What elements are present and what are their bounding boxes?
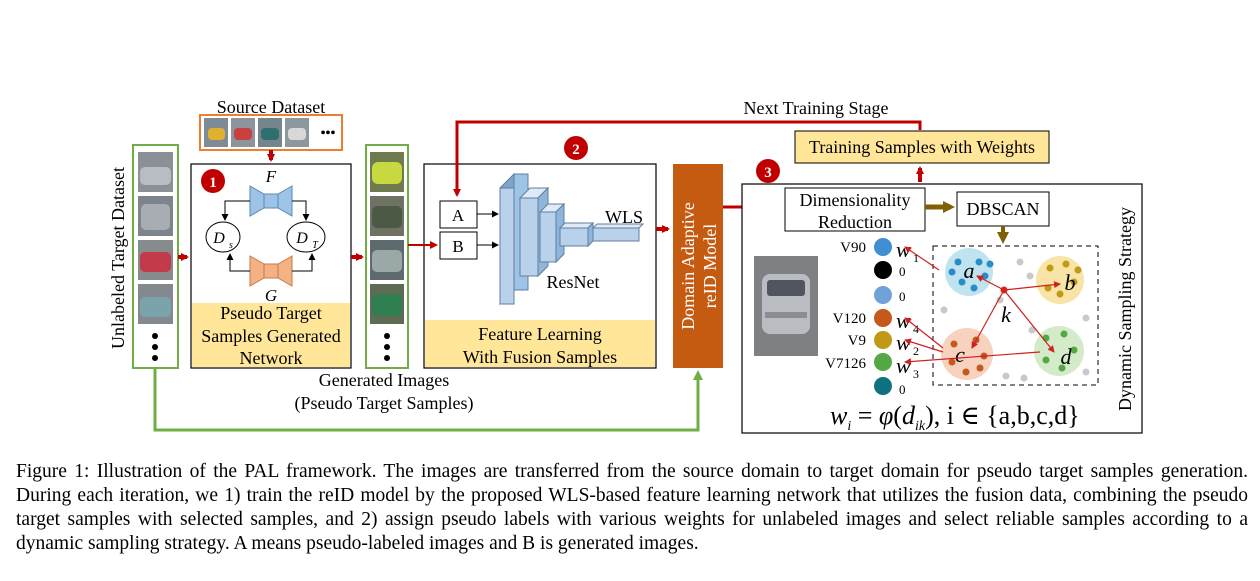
reid-model-block — [673, 164, 723, 368]
sample-weight-6-sub: 3 — [913, 367, 919, 381]
sample-dot-7 — [874, 377, 892, 395]
generated-images-label-line-1: Generated Images — [319, 370, 449, 390]
discriminator-s-subscript: s — [229, 240, 233, 251]
sample-dot-1 — [874, 238, 892, 256]
source-dataset-images — [204, 118, 309, 147]
training-samples-box — [794, 130, 1050, 164]
weight-assignment-arrows — [904, 246, 1041, 366]
sample-weight-6: w — [896, 353, 911, 378]
figure-caption: Figure 1: Illustration of the PAL framew… — [16, 461, 1248, 554]
dbscan-box — [956, 191, 1050, 227]
step-2-badge — [564, 136, 588, 160]
cluster-b-label: b — [1065, 270, 1076, 295]
step-3-badge — [756, 159, 780, 183]
gan-title-band — [192, 303, 350, 367]
sample-weight-5: w — [896, 330, 911, 355]
next-stage-arrow — [453, 120, 922, 197]
cluster-d-label: d — [1061, 344, 1073, 369]
sample-weight-1-sub: 1 — [913, 251, 919, 265]
sample-weight-7: 0 — [899, 382, 906, 397]
discriminator-t-subscript: T — [312, 240, 319, 251]
sample-weight-3: 0 — [899, 289, 906, 304]
sample-weight-4: w — [896, 308, 911, 333]
generator-g-shape — [249, 255, 293, 287]
weight-formula: wi = φ(dik), i ∈ {a,b,c,d} — [830, 401, 1080, 434]
gan-cycle-arrow-f-to-ds — [221, 200, 250, 221]
dim-reduction-box — [784, 187, 926, 232]
query-vehicle-image — [754, 256, 818, 356]
distance-arrows — [971, 275, 1061, 353]
noise-points — [940, 258, 1090, 382]
discriminator-s-label: D — [212, 230, 225, 247]
cluster-a — [945, 248, 994, 296]
sample-dot-6 — [874, 353, 892, 371]
reid-model-line-1: Domain Adaptive — [678, 202, 698, 329]
sample-dot-5 — [874, 331, 892, 349]
sample-weight-4-sub: 4 — [913, 322, 919, 336]
cluster-a-label: a — [964, 258, 975, 283]
unlabeled-dataset-images — [138, 152, 173, 324]
discriminator-s — [205, 221, 241, 253]
input-a-label: A — [452, 206, 465, 225]
step-1-badge — [201, 169, 225, 193]
wls-label: WLS — [605, 207, 643, 227]
sample-dot-2 — [874, 261, 892, 279]
resnet-label: ResNet — [547, 272, 600, 292]
generated-images-label-line-2: (Pseudo Target Samples) — [294, 393, 473, 414]
sample-weight-5-sub: 2 — [913, 344, 919, 358]
sample-label-v120: V120 — [833, 311, 866, 327]
discriminator-t — [286, 221, 326, 253]
feedback-loop-line — [153, 368, 703, 432]
unlabeled-target-dataset-label: Unlabeled Target Dataset — [108, 167, 128, 349]
dim-reduction-line-1: Dimensionality — [800, 190, 911, 210]
dbscan-label: DBSCAN — [966, 199, 1039, 219]
sample-dot-3 — [874, 286, 892, 304]
cluster-c-label: c — [955, 342, 965, 367]
feature-learning-title-line-2: With Fusion Samples — [463, 347, 617, 367]
discriminator-t-label: D — [295, 230, 308, 247]
dim-reduction-line-2: Reduction — [818, 212, 892, 232]
dynamic-sampling-strategy-label: Dynamic Sampling Strategy — [1115, 207, 1135, 411]
gan-cycle-arrow-g-to-dt — [292, 253, 316, 272]
generator-g-label: G — [265, 286, 277, 305]
sample-weight-2: 0 — [899, 264, 906, 279]
source-dataset-label: Source Dataset — [217, 97, 325, 117]
gan-cycle-arrow-f-to-dt — [292, 200, 310, 221]
sample-label-v90: V90 — [840, 240, 866, 256]
source-dataset-ellipsis: ••• — [321, 126, 336, 141]
sample-dot-4 — [874, 309, 892, 327]
step-1-label: 1 — [209, 175, 217, 191]
step-3-label: 3 — [764, 165, 772, 181]
sample-label-v9: V9 — [848, 333, 866, 349]
centroid-k-label: k — [1001, 302, 1012, 327]
training-samples-label: Training Samples with Weights — [809, 137, 1035, 157]
cluster-b — [1036, 256, 1084, 304]
cluster-region — [932, 245, 1099, 386]
reid-model-line-2: reID Model — [700, 224, 720, 308]
input-a-box — [439, 200, 478, 229]
cluster-d — [1034, 326, 1084, 376]
generated-images-ellipsis — [384, 333, 390, 361]
generator-f-label: F — [265, 167, 277, 186]
feature-learning-title-band — [425, 320, 655, 367]
sample-weight-1: w — [896, 237, 911, 262]
step-2-label: 2 — [572, 142, 580, 158]
gan-cycle-arrow-g-to-ds — [226, 253, 250, 272]
resnet-layers — [499, 172, 645, 306]
gan-title-line-2: Samples Generated — [201, 326, 340, 346]
input-b-label: B — [452, 237, 463, 256]
generator-f-shape — [249, 185, 293, 217]
gan-title-line-3: Network — [240, 348, 303, 368]
next-training-stage-label: Next Training Stage — [743, 98, 888, 118]
generated-images — [370, 152, 404, 324]
unlabeled-dataset-ellipsis — [152, 333, 158, 361]
sample-label-v7126: V7126 — [825, 356, 866, 372]
gan-title-line-1: Pseudo Target — [220, 303, 322, 323]
feature-learning-title-line-1: Feature Learning — [478, 324, 601, 344]
cluster-c — [941, 328, 993, 380]
